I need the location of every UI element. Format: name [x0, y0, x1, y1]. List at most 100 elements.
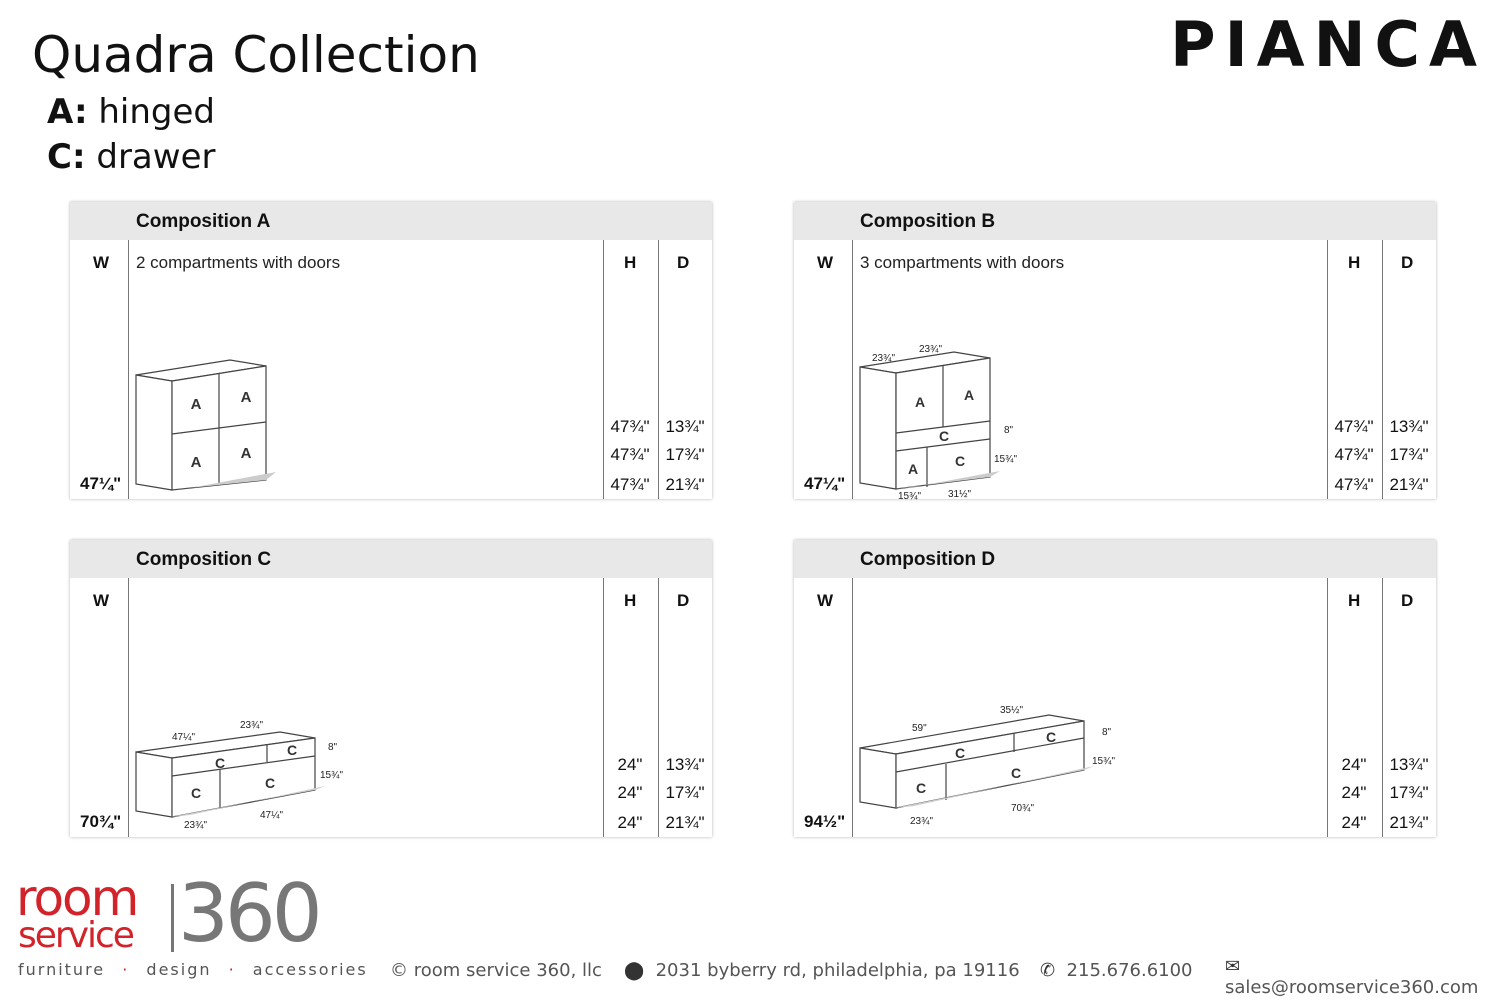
mark-label: A	[241, 389, 252, 406]
height-value: 24"	[617, 783, 643, 802]
divider	[128, 240, 129, 499]
depth-value: 17¾"	[1389, 445, 1429, 464]
depth-value: 17¾"	[665, 445, 705, 464]
panel-title: Composition A	[136, 211, 271, 232]
panel-header: Composition D	[794, 540, 1436, 578]
panel-title: Composition C	[136, 549, 272, 570]
tagline: furniture · design · accessories	[18, 960, 368, 979]
divider	[603, 578, 604, 837]
panel-header: Composition A	[70, 202, 712, 240]
address-text: 2031 byberry rd, philadelphia, pa 19116	[655, 960, 1020, 981]
composition-c-panel: Composition C W H D 70¾" 24" 24" 24" 13¾…	[70, 540, 712, 837]
email[interactable]: ✉ sales@roomservice360.com	[1225, 956, 1500, 998]
d-label: D	[677, 253, 690, 272]
dimension-label: 8"	[1102, 727, 1112, 738]
divider	[852, 240, 853, 499]
panel-header: Composition B	[794, 202, 1436, 240]
phone-text: 215.676.6100	[1066, 960, 1193, 981]
dimension-label: 15¾"	[1092, 756, 1115, 767]
mark-label: C	[916, 780, 926, 796]
dimension-label: 23¾"	[919, 344, 942, 355]
h-label: H	[1348, 591, 1361, 610]
dimension-label: 47¼"	[260, 809, 283, 821]
mark-label: C	[955, 453, 965, 469]
width-value: 47¼"	[80, 474, 122, 493]
mark-label: C	[265, 775, 275, 791]
logo-divider	[171, 884, 174, 952]
dimension-label: 23¾"	[872, 353, 895, 364]
page-title: Quadra Collection	[32, 26, 480, 84]
envelope-icon: ✉	[1225, 956, 1241, 977]
mark-label: A	[191, 396, 202, 413]
dimension-label: 70¾"	[1011, 803, 1034, 814]
mark-label: C	[287, 742, 297, 758]
height-value: 47¾"	[610, 417, 650, 436]
mark-label: A	[241, 445, 252, 462]
depth-value: 21¾"	[1389, 475, 1429, 494]
d-label: D	[1401, 253, 1414, 272]
depth-value: 21¾"	[665, 813, 705, 832]
legend-value: drawer	[96, 137, 216, 177]
dimension-label: 8"	[1004, 425, 1014, 436]
width-value: 70¾"	[80, 812, 122, 831]
dimension-label: 15¾"	[320, 770, 343, 781]
w-label: W	[817, 253, 834, 272]
email-text: sales@roomservice360.com	[1225, 977, 1479, 998]
dimension-label: 8"	[328, 742, 338, 753]
logo-service: service	[18, 915, 135, 956]
mark-label: C	[939, 428, 949, 444]
map-pin-icon: ⬤	[624, 960, 645, 981]
cabinet-drawing: A A C A C 23¾" 23¾" 8" 15¾" 15¾" 31½"	[859, 344, 1017, 502]
legend-hinged: A: hinged	[47, 92, 215, 132]
logo-room: room	[16, 869, 139, 927]
mark-label: C	[215, 755, 225, 771]
mark-label: C	[1046, 729, 1056, 745]
phone[interactable]: ✆ 215.676.6100	[1040, 960, 1193, 981]
description: 2 compartments with doors	[136, 253, 341, 272]
d-label: D	[1401, 591, 1414, 610]
tagline-item: furniture	[18, 960, 106, 979]
divider	[128, 578, 129, 837]
dimension-label: 15¾"	[994, 454, 1017, 465]
dimension-label: 15¾"	[898, 491, 921, 502]
panel-header: Composition C	[70, 540, 712, 578]
h-label: H	[624, 253, 637, 272]
height-value: 24"	[1341, 813, 1367, 832]
width-value: 94½"	[804, 812, 846, 831]
legend-drawer: C: drawer	[47, 137, 215, 177]
h-label: H	[624, 591, 637, 610]
height-value: 24"	[1341, 783, 1367, 802]
depth-value: 13¾"	[1389, 417, 1429, 436]
legend-value: hinged	[98, 92, 215, 132]
depth-value: 17¾"	[665, 783, 705, 802]
depth-value: 13¾"	[665, 417, 705, 436]
phone-icon: ✆	[1040, 960, 1056, 981]
panel-title: Composition B	[860, 211, 996, 232]
divider	[1382, 240, 1383, 499]
dimension-label: 59"	[912, 723, 927, 734]
dimension-label: 31½"	[948, 489, 971, 500]
depth-value: 21¾"	[665, 475, 705, 494]
height-value: 24"	[617, 813, 643, 832]
cabinet-drawing: C C C C 47¼" 23¾" 8" 15¾" 23¾" 47¼"	[135, 720, 343, 831]
mark-label: C	[955, 745, 965, 761]
mark-label: A	[908, 461, 918, 477]
height-value: 47¾"	[610, 475, 650, 494]
w-label: W	[817, 591, 834, 610]
depth-value: 13¾"	[665, 755, 705, 774]
w-label: W	[93, 253, 110, 272]
tagline-item: accessories	[252, 960, 368, 979]
divider	[1327, 578, 1328, 837]
dimension-label: 47¼"	[172, 731, 195, 743]
height-value: 47¾"	[1334, 445, 1374, 464]
depth-value: 13¾"	[1389, 755, 1429, 774]
dimension-label: 23¾"	[910, 816, 933, 827]
cabinet-drawing: C C C C 59" 35½" 8" 15¾" 23¾" 70¾"	[859, 705, 1115, 827]
tagline-item: design	[146, 960, 212, 979]
mark-label: C	[191, 785, 201, 801]
height-value: 24"	[617, 755, 643, 774]
mark-label: A	[964, 387, 974, 403]
divider	[1382, 578, 1383, 837]
divider	[658, 240, 659, 499]
